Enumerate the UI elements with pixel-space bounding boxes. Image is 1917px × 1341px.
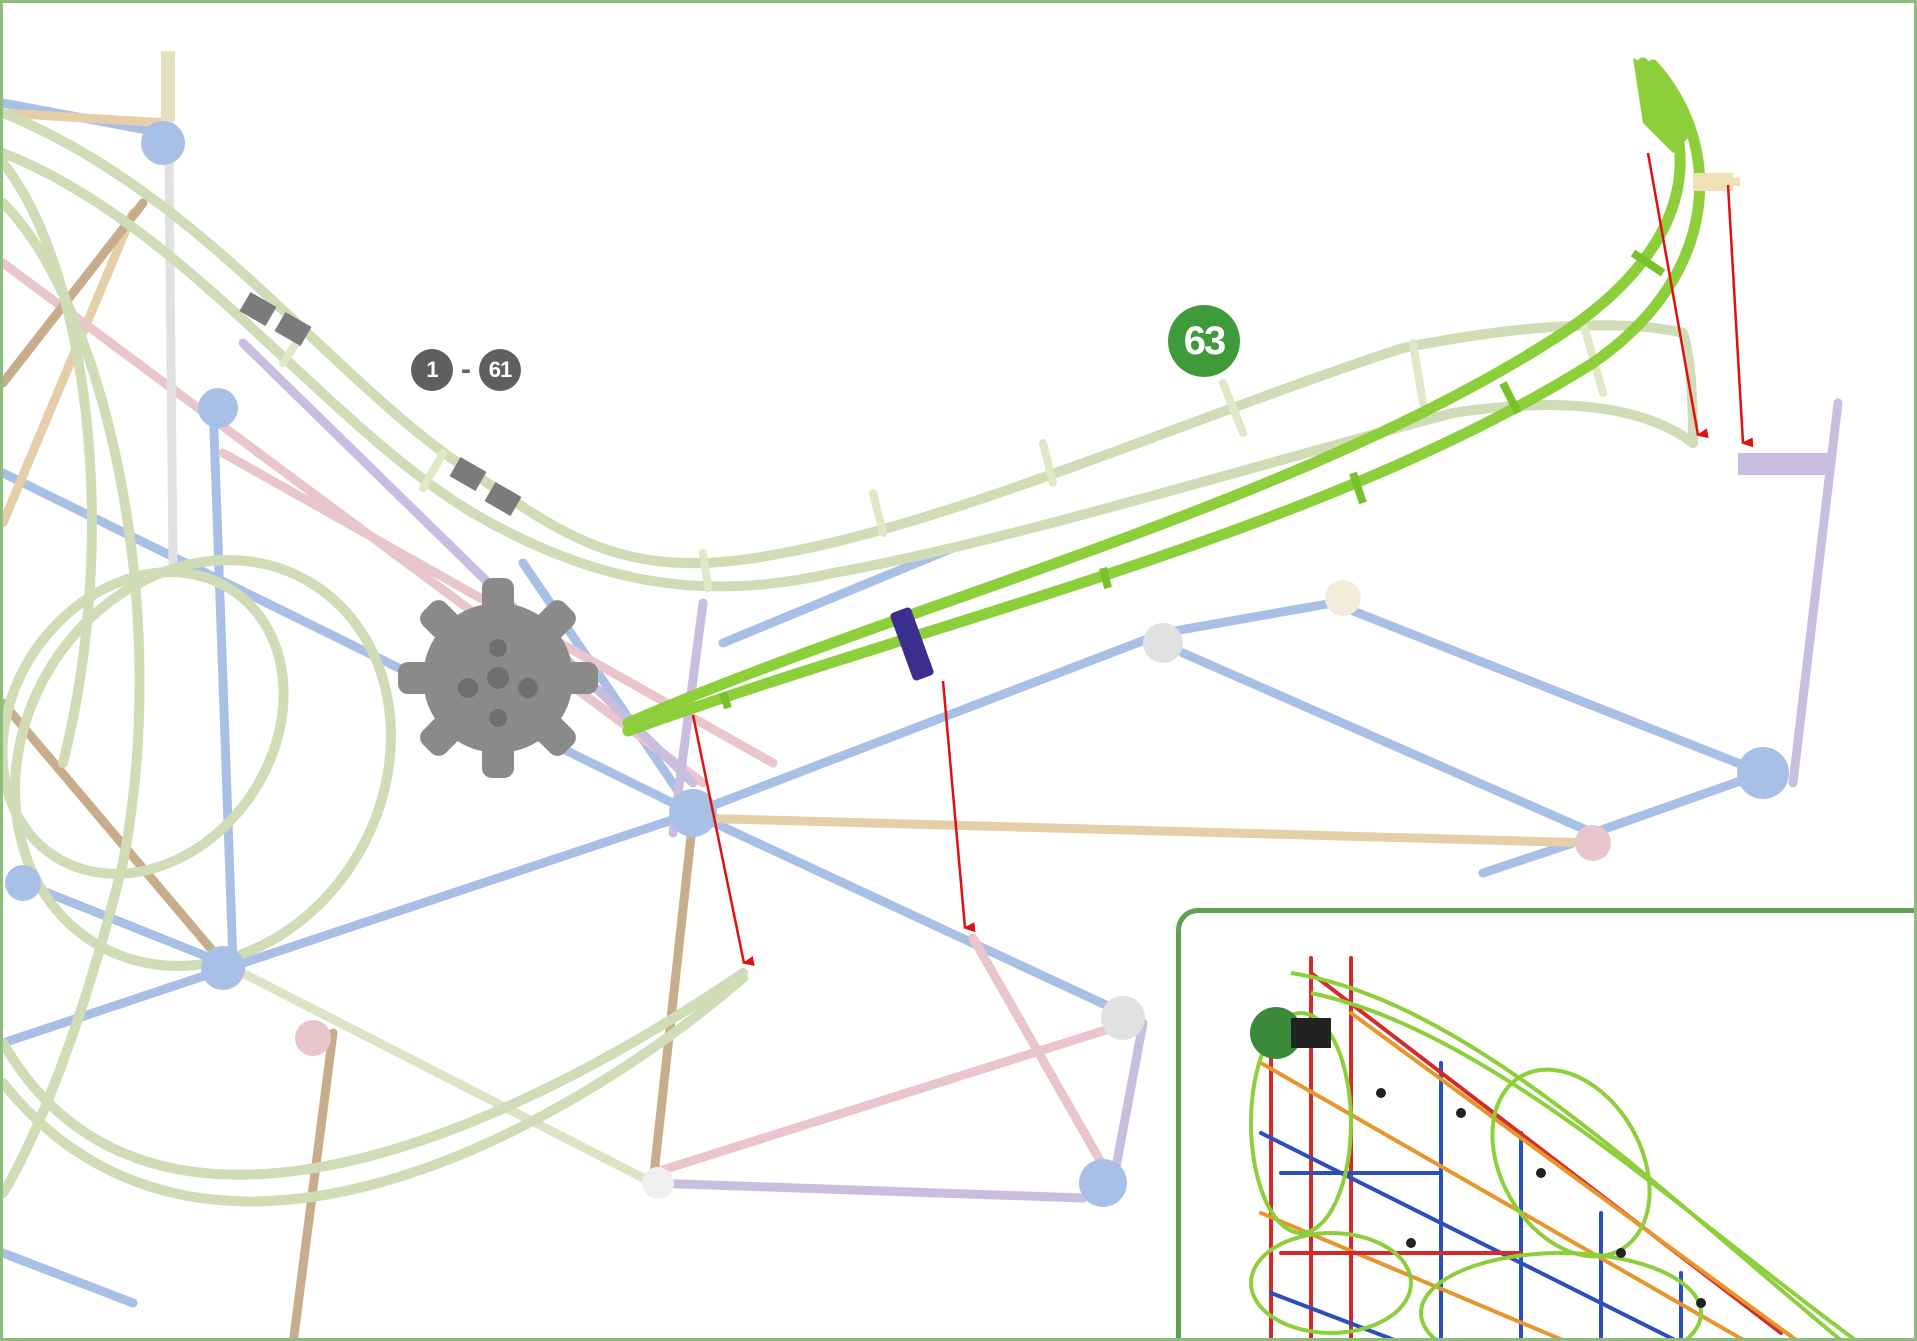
motor-icon	[1250, 1007, 1331, 1059]
assembly-arrows	[691, 152, 1754, 966]
clip-piece	[890, 607, 934, 681]
arrow-down-icon	[1646, 152, 1709, 439]
tan-connector	[1693, 173, 1740, 191]
purple-connector-rod	[1738, 453, 1833, 475]
frame-rods-blue	[3, 98, 1768, 1308]
range-start-badge: 1	[411, 349, 453, 391]
build-diagram	[3, 51, 1843, 1338]
previous-steps-label: 1 - 61	[411, 349, 521, 391]
range-end-badge: 61	[479, 349, 521, 391]
frame-rods-colored	[3, 58, 1843, 1338]
arrow-down-icon	[1726, 184, 1754, 448]
new-track-end-cap	[1633, 58, 1693, 153]
track-ties	[279, 319, 1607, 592]
arrow-down-icon	[941, 680, 976, 933]
range-separator: -	[461, 353, 471, 386]
current-step-badge: 63	[1168, 305, 1240, 377]
model-thumbnail	[1249, 956, 1856, 1338]
arrow-down-icon	[691, 714, 755, 966]
connector-hubs	[5, 51, 1833, 1207]
gear-icon	[398, 578, 598, 778]
model-overview-inset	[1176, 908, 1914, 1338]
track-weights	[239, 291, 522, 517]
